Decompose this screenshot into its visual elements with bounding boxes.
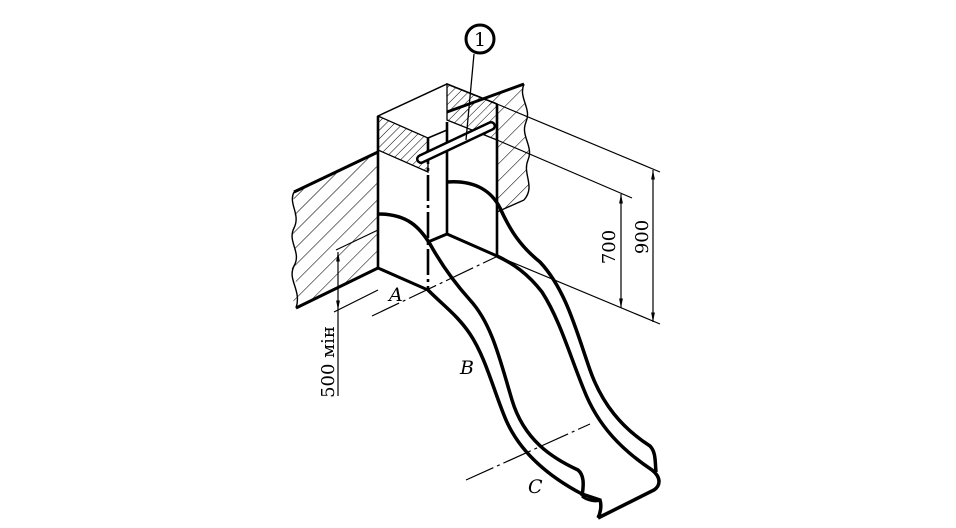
entrance-box [376, 83, 499, 292]
handle-bar [416, 121, 496, 164]
label-c: C [528, 476, 543, 498]
dim-500-min-label: 500 мін [318, 326, 339, 398]
left-wall-section [291, 150, 379, 310]
dimension-lines [336, 103, 661, 396]
label-b: B [459, 357, 474, 379]
callout-circle [464, 23, 496, 55]
slide-chute [377, 180, 661, 520]
callout-1: 1 [464, 23, 496, 141]
dim-700-label: 700 [599, 230, 620, 264]
label-a: A [387, 284, 403, 306]
section-lines [333, 229, 591, 481]
dim-900-label: 900 [632, 220, 653, 254]
callout-number: 1 [474, 29, 486, 51]
